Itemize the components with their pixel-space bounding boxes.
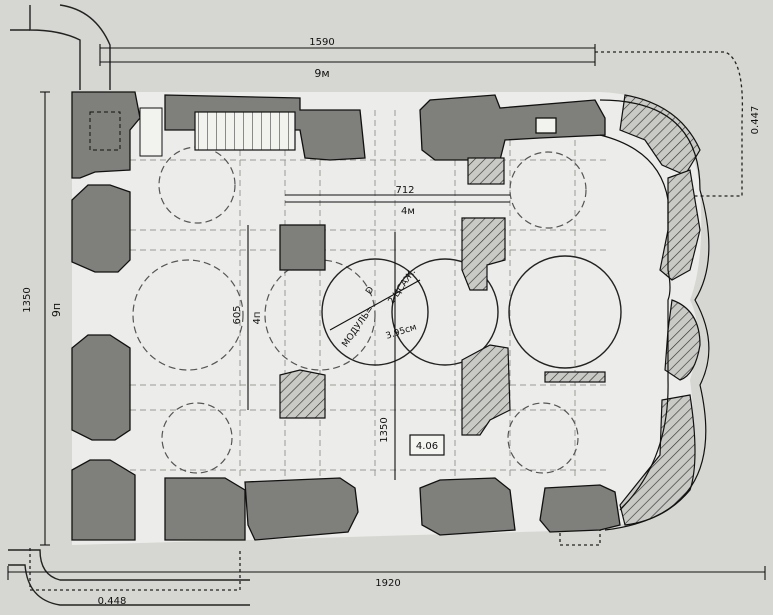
dim-upper-right: 0.447 <box>750 106 761 135</box>
wall-top-left-corner <box>71 91 141 179</box>
annex-lines <box>8 4 250 606</box>
wall-bottom-2 <box>244 477 359 541</box>
apse-outline <box>599 99 710 531</box>
module-circles <box>321 255 622 369</box>
dim-inner-height-sub: 4п <box>252 312 263 325</box>
dim-inner-sub: 4м <box>401 206 415 217</box>
inner-pier-right-bottom <box>461 344 511 436</box>
dim-left-height: 1350 <box>22 287 33 312</box>
wall-left-bottom <box>71 459 136 541</box>
wall-notch <box>535 117 557 134</box>
hatch-strip <box>544 371 606 383</box>
apse-wall-mid-1 <box>659 169 701 281</box>
center-box-frame <box>409 434 445 456</box>
apse-wall-bottom <box>619 394 696 526</box>
walls-solid <box>71 91 621 541</box>
apse-wall-top <box>619 94 701 176</box>
dim-top-total: 1590 <box>309 37 334 48</box>
wall-bottom-4 <box>539 484 621 533</box>
staircase <box>89 107 296 157</box>
hatch-small-top <box>467 157 505 185</box>
apse-wall-mid-2 <box>664 299 701 381</box>
wall-left-1 <box>71 184 131 273</box>
module-d: D <box>364 285 376 296</box>
walls-hatched <box>279 94 701 526</box>
floor-field <box>72 92 702 545</box>
dim-inner-width: 712 <box>395 185 414 196</box>
dimension-lines <box>7 44 766 580</box>
center-box-label: 4.06 <box>416 441 438 452</box>
dim-left-sub: 9п <box>50 303 63 317</box>
wall-bottom-3 <box>419 477 516 536</box>
construction-grid <box>130 110 610 480</box>
wall-bottom-1 <box>164 477 246 541</box>
pier-inner-top <box>279 224 326 271</box>
dim-bottom-left: 0.448 <box>98 596 127 607</box>
dim-top-sub: 9м <box>314 67 329 80</box>
dim-inner-height: 605 <box>232 305 243 324</box>
dim-center-height: 1350 <box>379 417 390 442</box>
dim-bottom-total: 1920 <box>375 578 400 589</box>
wall-left-2 <box>71 334 131 441</box>
wall-top-right <box>419 94 606 161</box>
inner-pier-left-bottom <box>279 369 326 419</box>
inner-pier-right-top <box>461 217 506 291</box>
